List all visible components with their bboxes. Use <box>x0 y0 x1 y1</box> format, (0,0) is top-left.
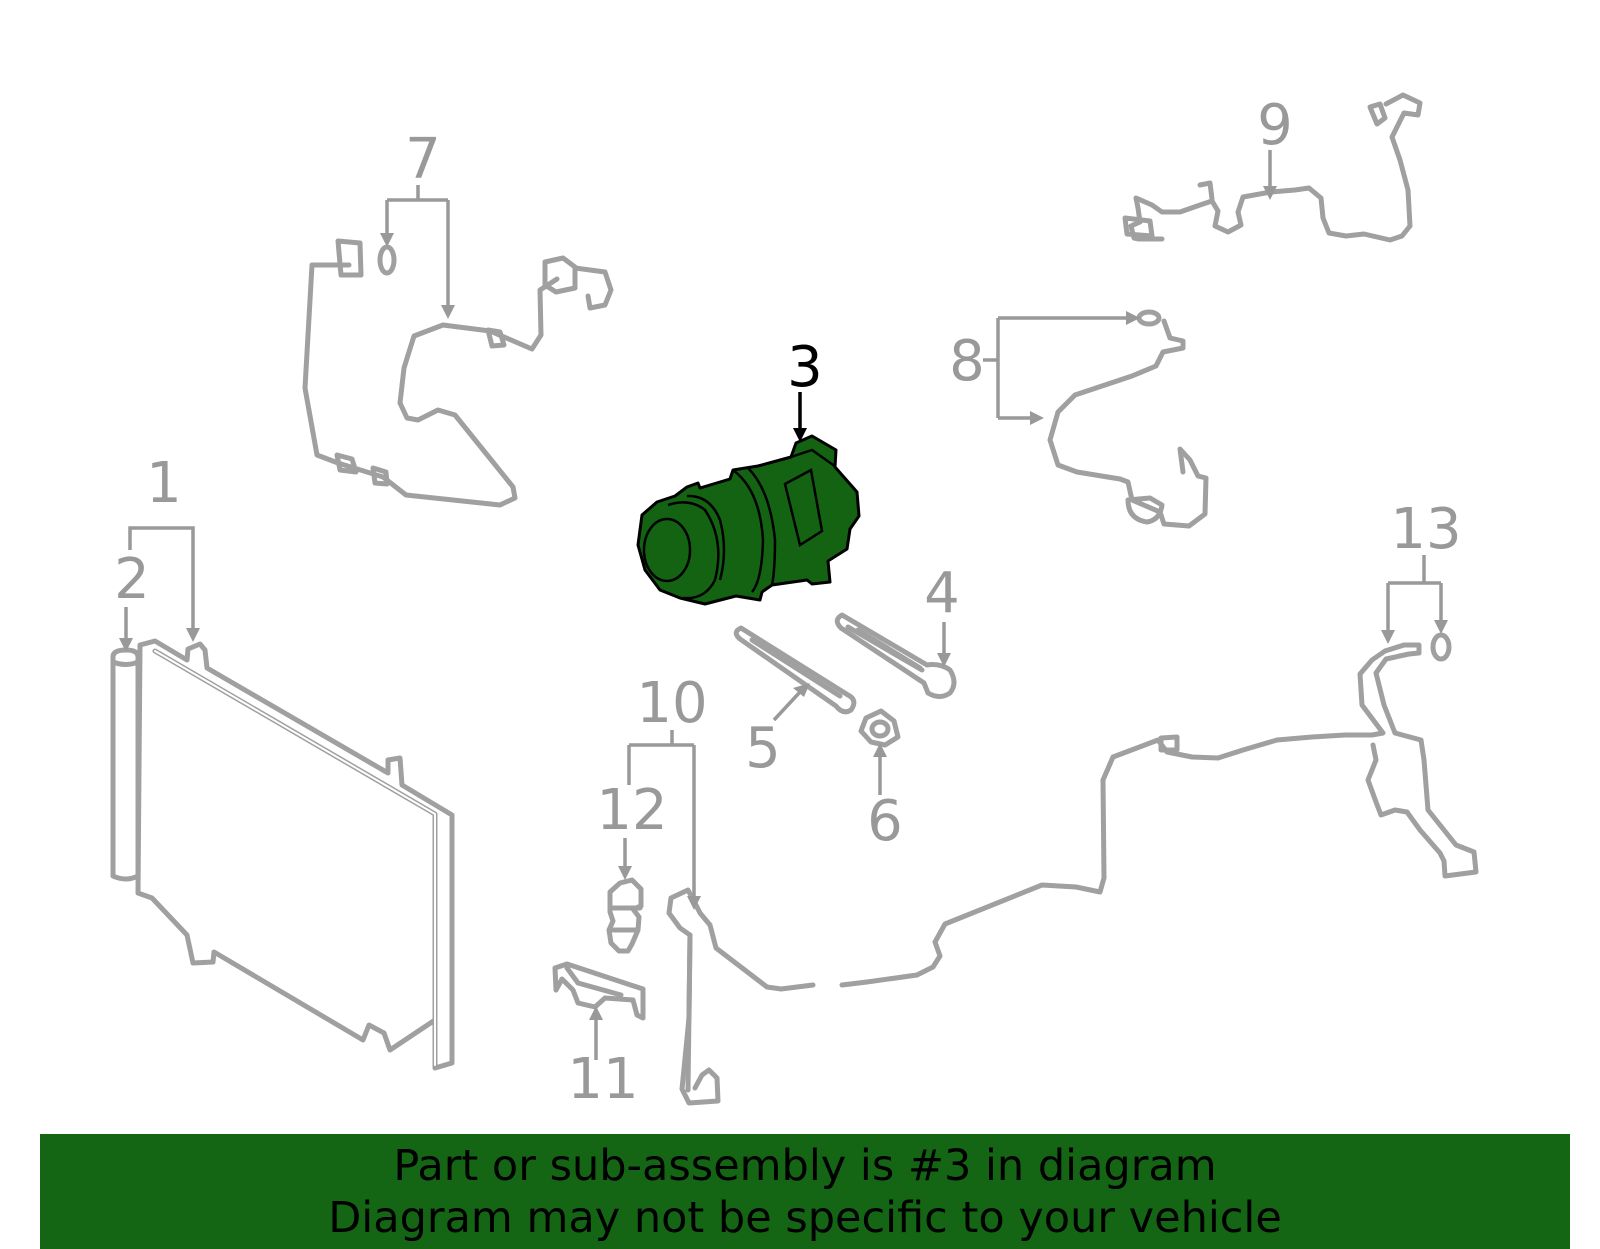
callout-13: 13 <box>1390 497 1461 562</box>
stud-part[interactable] <box>733 625 857 715</box>
pipe-9-part[interactable] <box>1122 92 1423 243</box>
banner-line-part-number: Part or sub-assembly is #3 in diagram <box>393 1140 1217 1191</box>
callout-11: 11 <box>567 1047 638 1112</box>
suction-hose-oring[interactable] <box>377 244 397 276</box>
callout-1: 1 <box>146 451 182 516</box>
callout-6: 6 <box>867 789 903 854</box>
bracket-part[interactable] <box>552 961 646 1021</box>
discharge-hose-oring[interactable] <box>1136 309 1162 327</box>
leader-lines <box>119 150 1448 1060</box>
callout-4: 4 <box>924 561 960 626</box>
callout-10: 10 <box>636 671 707 736</box>
callout-7: 7 <box>405 127 441 192</box>
condenser-part[interactable] <box>135 638 455 1071</box>
banner-line-disclaimer: Diagram may not be specific to your vehi… <box>328 1192 1282 1243</box>
bolt-part[interactable] <box>834 612 957 699</box>
info-banner: Part or sub-assembly is #3 in diagram Di… <box>40 1134 1570 1249</box>
liquid-line-part[interactable] <box>839 642 1479 988</box>
callout-9: 9 <box>1257 93 1293 158</box>
pressure-switch-part[interactable] <box>606 877 644 954</box>
callout-3: 3 <box>787 335 823 400</box>
nut-part[interactable] <box>858 708 901 748</box>
receiver-drier-part[interactable] <box>110 647 141 882</box>
suction-hose-part[interactable] <box>302 238 614 508</box>
callout-5: 5 <box>745 716 781 781</box>
callout-12: 12 <box>596 778 667 843</box>
liquid-line-oring[interactable] <box>1430 632 1452 662</box>
callout-8: 8 <box>949 329 985 394</box>
pipe-10-part[interactable] <box>666 887 816 1106</box>
discharge-hose-part[interactable] <box>1047 318 1209 529</box>
callout-2: 2 <box>114 547 150 612</box>
compressor-part-highlighted[interactable] <box>636 434 861 606</box>
callout-numbers: 1 2 3 4 5 6 7 8 9 10 11 12 13 <box>114 93 1461 1112</box>
